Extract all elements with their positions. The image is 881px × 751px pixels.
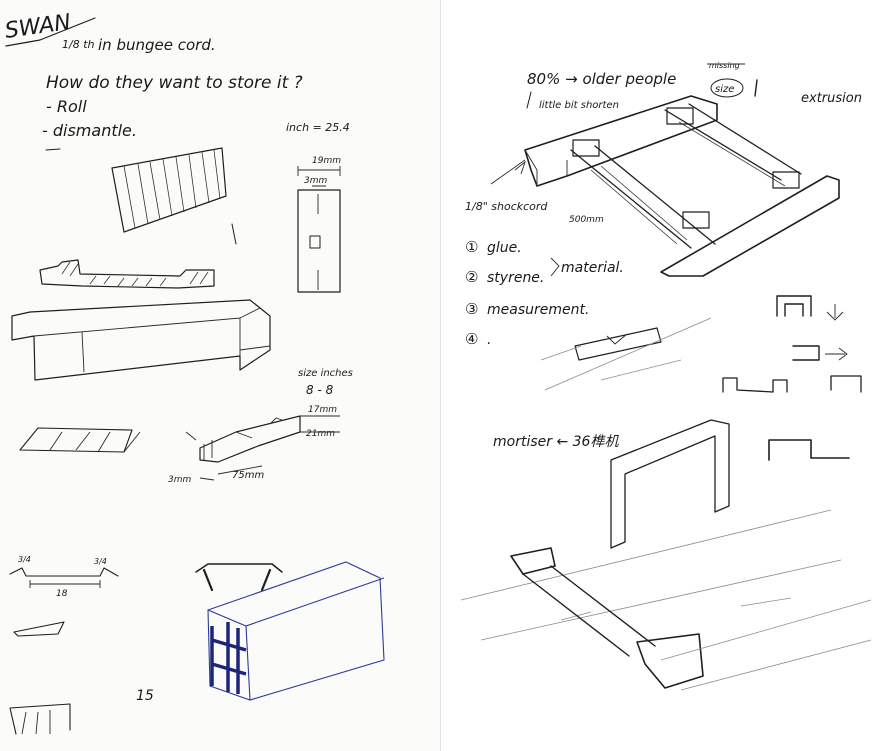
plate-sketch xyxy=(19,427,141,453)
small-dim-len: 18 xyxy=(56,589,68,599)
percent-note: 80% → older people xyxy=(527,70,676,88)
mortiser-label: mortiser ← 36榫机 xyxy=(493,434,619,450)
list-text-4: . xyxy=(487,332,491,348)
size-circled: size xyxy=(715,84,734,95)
size-strike: missing xyxy=(709,61,740,70)
list-num-4: ④ xyxy=(465,330,478,348)
option-dismantle: - dismantle. xyxy=(42,121,137,140)
dim-top-width: 19mm xyxy=(312,156,341,166)
dim-side-a: 17mm xyxy=(308,405,337,415)
material-label: material. xyxy=(561,260,624,276)
bridge-sketch xyxy=(195,563,283,592)
dim-side-b: 21mm xyxy=(306,429,335,439)
dim-bottom-len: 75mm xyxy=(232,470,264,481)
page-number: 15 xyxy=(136,688,154,704)
inch-conversion: inch = 25.4 xyxy=(286,121,350,134)
bungee-text: in bungee cord. xyxy=(98,36,216,54)
dim-top-gap: 3mm xyxy=(304,176,327,186)
long-box-sketch xyxy=(11,299,271,381)
size-label: size inches xyxy=(298,368,353,379)
joint-perspective-sketch xyxy=(540,317,712,391)
right-sketch-drawing: 80% → older people little bit shorten mi… xyxy=(460,61,872,691)
blue-box-sketch xyxy=(207,561,385,701)
small-dim-left: 3/4 xyxy=(18,555,31,564)
small-dim-right: 3/4 xyxy=(94,557,107,566)
list-num-2: ② xyxy=(465,268,478,286)
option-roll: - Roll xyxy=(46,97,87,116)
archway-sketch xyxy=(460,419,842,641)
list-text-1: glue. xyxy=(487,240,522,256)
fraction-text: 1/8 th xyxy=(62,38,95,51)
shockcord-label: 1/8" shockcord xyxy=(465,200,548,213)
storage-question: How do they want to store it ? xyxy=(46,73,303,93)
shorten-note: little bit shorten xyxy=(539,100,619,111)
joint-block-sketch xyxy=(185,415,340,481)
striped-roll-sketch xyxy=(111,147,227,233)
list-text-3: measurement. xyxy=(487,302,589,318)
title-underline xyxy=(5,17,96,47)
vertical-bar-sketch xyxy=(297,166,341,293)
list-num-1: ① xyxy=(465,238,478,256)
list-num-3: ③ xyxy=(465,300,478,318)
size-value: 8 - 8 xyxy=(306,383,334,397)
material-list: ① glue. ② styrene. ③ measurement. ④ . xyxy=(465,238,589,348)
dim-500: 500mm xyxy=(569,215,604,225)
left-sketch-drawing: SWAN 1/8 th in bungee cord. How do they … xyxy=(3,10,385,735)
profile-arrow-sketches xyxy=(722,295,862,461)
hatched-profile-sketch xyxy=(39,259,215,289)
small-dimension-sketch xyxy=(9,567,119,588)
trapezoid-sketch xyxy=(13,621,65,637)
strap-sketch xyxy=(510,547,872,691)
right-sketch-page: 80% → older people little bit shorten mi… xyxy=(441,0,881,751)
left-sketch-page: SWAN 1/8 th in bungee cord. How do they … xyxy=(3,0,441,751)
list-text-2: styrene. xyxy=(487,270,544,286)
extrusion-label: extrusion xyxy=(801,91,862,106)
dim-bottom-left: 3mm xyxy=(168,475,191,485)
frame-isometric-sketch xyxy=(524,95,840,277)
